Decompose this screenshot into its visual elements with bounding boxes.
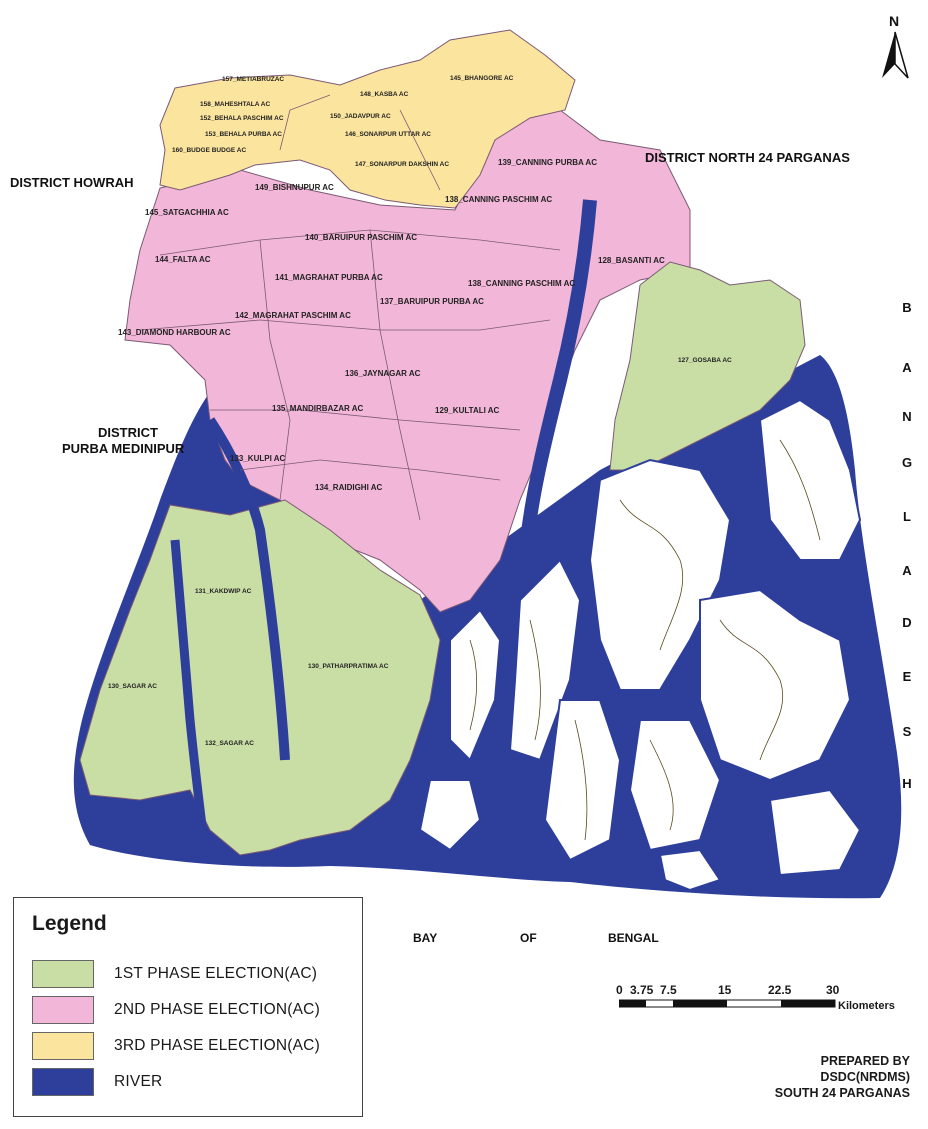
river-channel-matla bbox=[493, 199, 597, 861]
sundarban-islands bbox=[418, 398, 862, 892]
credit-line: SOUTH 24 PARGANAS bbox=[774, 1086, 910, 1100]
legend-swatch bbox=[32, 996, 94, 1024]
scale-bar: 0 3.75 7.5 15 22.5 30 Kilometers bbox=[616, 983, 916, 1023]
ac-label: 134_RAIDIGHI AC bbox=[315, 483, 383, 492]
ac-label: 147_SONARPUR DAKSHIN AC bbox=[355, 161, 449, 168]
ac-labels: 157_METIABRUZAC 158_MAHESHTALA AC 152_BE… bbox=[108, 75, 732, 747]
bangladesh-letter: E bbox=[903, 669, 912, 684]
scale-tick: 3.75 bbox=[630, 983, 654, 997]
ac-label: 142_MAGRAHAT PASCHIM AC bbox=[235, 311, 351, 320]
ac-label: 129_KULTALI AC bbox=[435, 406, 500, 415]
ac-label: 132_SAGAR AC bbox=[205, 740, 254, 747]
ac-label: 148_KASBA AC bbox=[360, 91, 409, 98]
ac-label: 152_BEHALA PASCHIM AC bbox=[200, 115, 284, 122]
bangladesh-letter: B bbox=[902, 300, 911, 315]
ac-label: 131_KAKDWIP AC bbox=[195, 588, 252, 595]
ac-label: 144_FALTA AC bbox=[155, 255, 211, 264]
ac-label: 157_METIABRUZAC bbox=[222, 76, 284, 83]
ac-label: 136_JAYNAGAR AC bbox=[345, 369, 421, 378]
map-credit: PREPARED BY DSDC(NRDMS) SOUTH 24 PARGANA… bbox=[775, 1053, 910, 1101]
bangladesh-letter: S bbox=[903, 724, 912, 739]
north-arrow-icon: N bbox=[878, 12, 912, 82]
ac-label: 150_JADAVPUR AC bbox=[330, 113, 391, 120]
district-purba-line2-label: PURBA MEDINIPUR bbox=[62, 441, 185, 456]
legend-box: Legend 1ST PHASE ELECTION(AC) 2ND PHASE … bbox=[13, 897, 363, 1117]
credit-line: PREPARED BY bbox=[820, 1054, 910, 1068]
ac-label: 133_KULPI AC bbox=[230, 454, 286, 463]
legend-swatch bbox=[32, 1068, 94, 1096]
ac-label: 141_MAGRAHAT PURBA AC bbox=[275, 273, 383, 282]
ac-label: 138_CANNING PASCHIM AC bbox=[445, 195, 552, 204]
ac-label: 127_GOSABA AC bbox=[678, 357, 732, 364]
bangladesh-letter: N bbox=[902, 409, 911, 424]
bangladesh-letter: G bbox=[902, 455, 912, 470]
bangladesh-letter: H bbox=[902, 776, 911, 791]
legend-item-phase2: 2ND PHASE ELECTION(AC) bbox=[32, 996, 362, 1026]
bangladesh-letter: A bbox=[902, 563, 912, 578]
ac-label: 160_BUDGE BUDGE AC bbox=[172, 147, 246, 154]
scale-tick: 15 bbox=[718, 983, 732, 997]
phase1-gosaba bbox=[609, 261, 806, 471]
bangladesh-letter: L bbox=[903, 509, 911, 524]
ac-label: 139_CANNING PURBA AC bbox=[498, 158, 597, 167]
legend-title: Legend bbox=[32, 912, 107, 935]
scale-bar-graphic bbox=[619, 999, 836, 1008]
ac-label: 145_SATGACHHIA AC bbox=[145, 208, 229, 217]
scale-tick: 30 bbox=[826, 983, 840, 997]
district-north-24-parganas-label: DISTRICT NORTH 24 PARGANAS bbox=[645, 150, 850, 165]
ac-label: 153_BEHALA PURBA AC bbox=[205, 131, 282, 138]
legend-item-river: RIVER bbox=[32, 1068, 362, 1098]
bangladesh-letter: D bbox=[902, 615, 911, 630]
ac-label: 140_BARUIPUR PASCHIM AC bbox=[305, 233, 417, 242]
scale-tick: 0 bbox=[616, 983, 623, 997]
bangladesh-label: B A N G L A D E S H bbox=[902, 300, 912, 791]
ac-label: 146_SONARPUR UTTAR AC bbox=[345, 131, 431, 138]
island-creeks bbox=[469, 439, 821, 841]
river-channel-hooghly bbox=[205, 417, 290, 761]
scale-tick: 7.5 bbox=[660, 983, 677, 997]
bay-word-3: BENGAL bbox=[608, 931, 659, 945]
legend-label: 3RD PHASE ELECTION(AC) bbox=[114, 1037, 320, 1054]
phase1-southwest bbox=[79, 499, 441, 856]
ac-label: 138_CANNING PASCHIM AC bbox=[468, 279, 575, 288]
ac-label: 137_BARUIPUR PURBA AC bbox=[380, 297, 484, 306]
legend-label: RIVER bbox=[114, 1073, 163, 1090]
legend-label: 1ST PHASE ELECTION(AC) bbox=[114, 965, 318, 982]
legend-item-phase1: 1ST PHASE ELECTION(AC) bbox=[32, 960, 362, 990]
river-channel-sagar bbox=[170, 539, 210, 851]
ac-boundaries bbox=[139, 94, 561, 521]
ac-label: 143_DIAMOND HARBOUR AC bbox=[118, 328, 231, 337]
bay-word-1: BAY bbox=[413, 931, 437, 945]
ac-label: 130_PATHARPRATIMA AC bbox=[308, 663, 389, 670]
ac-label: 128_BASANTI AC bbox=[598, 256, 665, 265]
legend-swatch bbox=[32, 960, 94, 988]
phase3-region bbox=[159, 29, 576, 209]
legend-swatch bbox=[32, 1032, 94, 1060]
credit-line: DSDC(NRDMS) bbox=[820, 1070, 910, 1084]
ac-label: 149_BISHNUPUR AC bbox=[255, 183, 334, 192]
legend-item-phase3: 3RD PHASE ELECTION(AC) bbox=[32, 1032, 362, 1062]
bangladesh-letter: A bbox=[902, 360, 912, 375]
ac-label: 135_MANDIRBAZAR AC bbox=[272, 404, 363, 413]
scale-unit: Kilometers bbox=[838, 1000, 895, 1012]
ac-label: 130_SAGAR AC bbox=[108, 683, 157, 690]
ac-label: 145_BHANGORE AC bbox=[450, 75, 514, 82]
legend-label: 2ND PHASE ELECTION(AC) bbox=[114, 1001, 320, 1018]
scale-tick: 22.5 bbox=[768, 983, 792, 997]
north-letter: N bbox=[889, 13, 899, 29]
ac-label: 158_MAHESHTALA AC bbox=[200, 101, 270, 108]
district-purba-line1-label: DISTRICT bbox=[98, 425, 158, 440]
bay-word-2: OF bbox=[520, 931, 537, 945]
district-howrah-label: DISTRICT HOWRAH bbox=[10, 175, 134, 190]
